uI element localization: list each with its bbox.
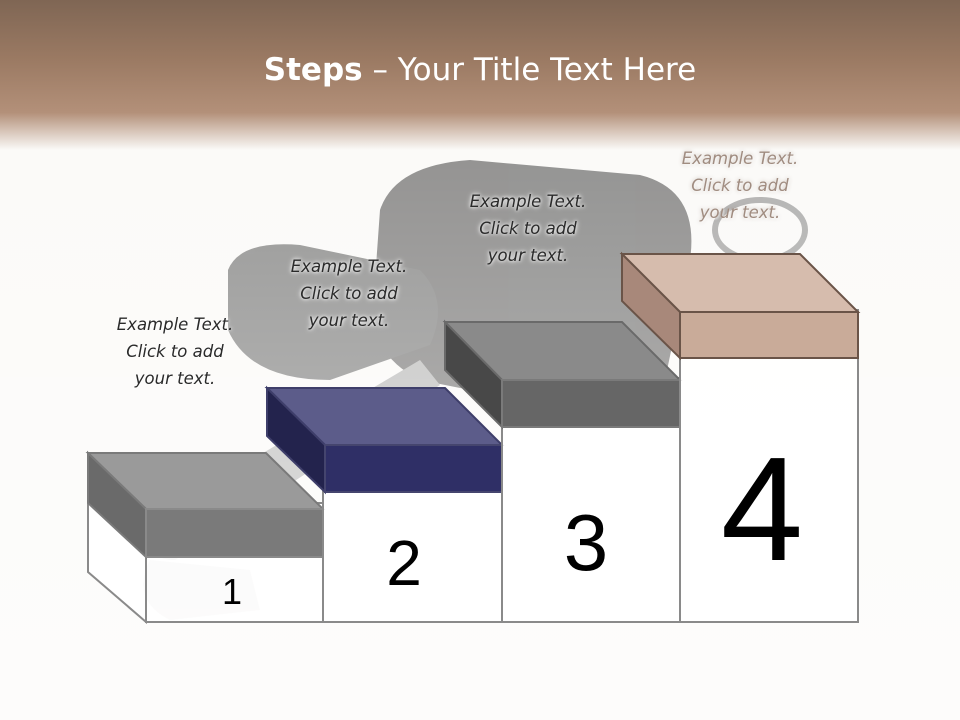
step-3-number: 3 [564, 498, 609, 587]
step-4-box-front [679, 309, 859, 623]
caption-line: Example Text. [681, 149, 799, 168]
caption-line: your text. [134, 369, 216, 388]
caption-line: Click to add [300, 284, 398, 303]
step-2[interactable]: 2 [264, 385, 505, 623]
caption-line: Click to add [479, 219, 577, 238]
slide-title[interactable]: Steps – Your Title Text Here [0, 52, 960, 88]
caption-line: Example Text. [116, 315, 234, 334]
step-1[interactable]: 1 [85, 450, 326, 625]
title-bold: Steps [263, 52, 363, 88]
step-1-caption[interactable]: Example Text. Click to add your text. [85, 311, 265, 392]
caption-line: Example Text. [290, 257, 408, 276]
step-3-caption[interactable]: Example Text. Click to add your text. [438, 188, 618, 269]
step-4-caption[interactable]: Example Text. Click to add your text. [650, 145, 830, 226]
step-2-number: 2 [386, 527, 422, 599]
title-rest: – Your Title Text Here [362, 52, 697, 88]
step-1-number: 1 [222, 571, 242, 612]
step-4-block-front [679, 311, 859, 359]
step-2-caption[interactable]: Example Text. Click to add your text. [259, 253, 439, 334]
caption-line: your text. [308, 311, 390, 330]
title-bar [0, 0, 960, 150]
caption-line: Click to add [691, 176, 789, 195]
step-1-block-front [145, 508, 324, 558]
step-4-number: 4 [721, 427, 803, 592]
step-3[interactable]: 3 [442, 319, 683, 623]
caption-line: your text. [699, 203, 781, 222]
step-3-block-front [501, 379, 681, 428]
caption-line: Click to add [126, 342, 224, 361]
caption-line: your text. [487, 246, 569, 265]
step-4[interactable]: 4 [619, 251, 861, 623]
caption-line: Example Text. [469, 192, 587, 211]
step-2-block-front [324, 444, 503, 493]
